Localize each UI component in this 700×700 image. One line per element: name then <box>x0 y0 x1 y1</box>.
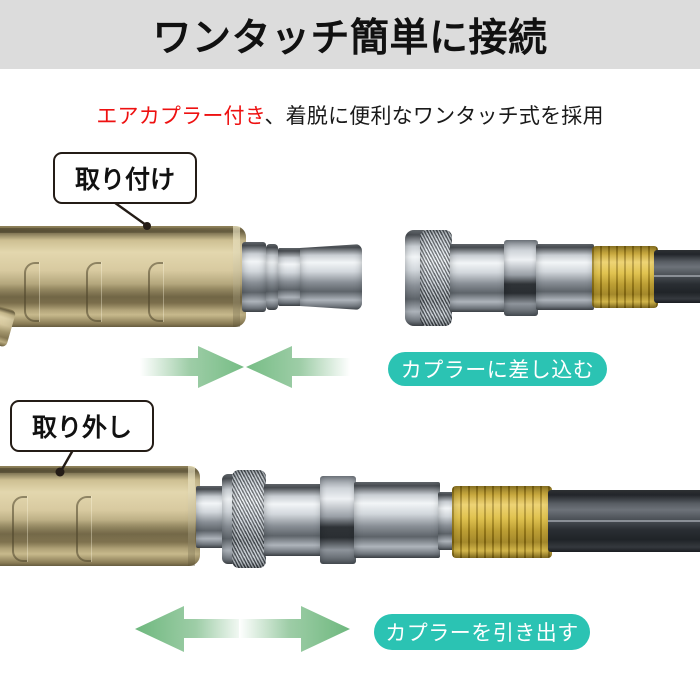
arrow-converging-left <box>140 346 244 388</box>
hose-stripe <box>654 275 700 277</box>
brass-groove <box>76 496 91 562</box>
fitting-barrel-bottom <box>354 482 440 558</box>
coupler-body-top <box>450 244 506 312</box>
badge-pull-label: カプラーを引き出す <box>385 622 579 645</box>
hex-nut-top <box>504 240 538 316</box>
brass-groove <box>24 262 39 322</box>
plug-ring-top <box>266 244 278 310</box>
badge-insert: カプラーに差し込む <box>388 352 607 386</box>
arrow-diverging-left <box>135 606 246 652</box>
rubber-air-hose-bottom <box>548 490 700 552</box>
fitting-barrel-top <box>536 244 594 310</box>
photo-disconnected <box>0 204 700 348</box>
plug-shank-top <box>278 248 302 306</box>
photo-connected <box>0 446 700 578</box>
hex-nut-bottom <box>320 476 356 564</box>
brass-top-trim <box>0 228 240 233</box>
hose-stripe <box>548 520 700 522</box>
knurled-release-collar-bottom[interactable] <box>232 470 266 568</box>
brass-hose-ferrule-bottom <box>452 486 552 558</box>
brass-groove <box>86 262 101 322</box>
callout-detach: 取り外し <box>10 400 154 452</box>
ferrule-neck-bottom <box>438 492 456 550</box>
callout-attach-label: 取り付け <box>74 166 175 194</box>
badge-pull: カプラーを引き出す <box>374 614 590 650</box>
brass-wear-band <box>0 520 200 548</box>
page-title: ワンタッチ簡単に接続 <box>152 16 548 60</box>
rubber-air-hose-top <box>654 250 700 303</box>
brass-cap-ring <box>233 226 240 327</box>
brass-cap-ring <box>188 466 195 566</box>
arrow-diverging-right <box>239 606 350 652</box>
plug-nipple-top <box>300 244 362 310</box>
callout-detach-label: 取り外し <box>31 414 132 442</box>
subtitle-highlight: エアカプラー付き <box>96 105 265 128</box>
knurled-release-collar-top[interactable] <box>420 230 452 326</box>
brass-top-trim <box>0 468 194 473</box>
brass-hose-ferrule-top <box>592 246 658 308</box>
brass-groove <box>12 496 27 562</box>
plug-base-collar-top <box>242 242 266 312</box>
subtitle-rest: 、着脱に便利なワンタッチ式を採用 <box>264 105 604 128</box>
brass-tool-body-bottom <box>0 466 200 566</box>
brass-wear-band <box>0 284 246 310</box>
coupler-body-bottom <box>264 484 322 556</box>
brass-groove <box>148 262 163 322</box>
header-band <box>0 0 700 69</box>
callout-attach: 取り付け <box>53 152 197 204</box>
badge-insert-label: カプラーに差し込む <box>400 359 595 382</box>
subtitle: エアカプラー付き、着脱に便利なワンタッチ式を採用 <box>0 100 700 130</box>
brass-tool-body-top <box>0 226 246 327</box>
plug-base-collar-bottom <box>196 486 226 548</box>
arrow-converging-right <box>246 346 350 388</box>
